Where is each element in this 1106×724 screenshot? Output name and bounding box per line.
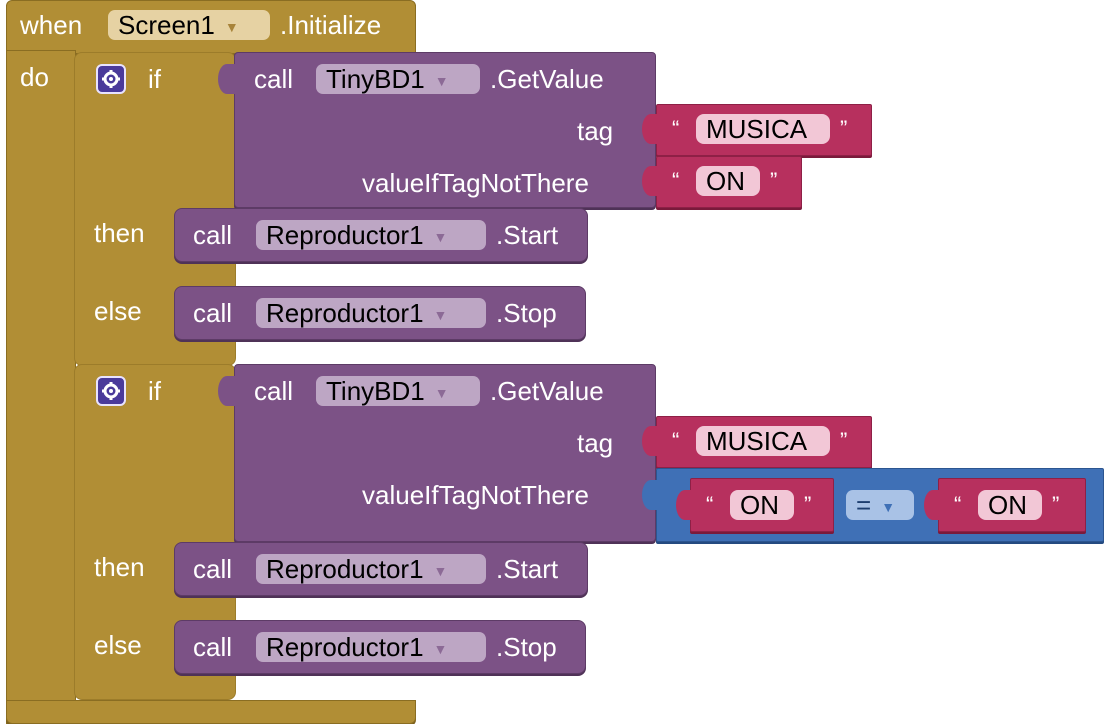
open-quote: “ [672, 168, 680, 193]
value-socket-label: valueIfTagNotThere [362, 168, 589, 198]
when-label: when [20, 10, 83, 40]
output-plug [642, 426, 660, 456]
method-label: .Stop [496, 632, 557, 662]
reproductor-component-value: Reproductor1 [266, 298, 424, 328]
method-label: .Start [496, 554, 559, 584]
method-label: .GetValue [490, 376, 604, 406]
reproductor-component-dropdown[interactable]: Reproductor1 ▼ [256, 298, 486, 328]
compare-right-text-field[interactable]: ON [978, 490, 1042, 520]
output-plug [218, 64, 236, 94]
chevron-down-icon[interactable]: ▼ [881, 499, 896, 516]
screen-component-dropdown[interactable]: Screen1 ▼ [108, 10, 270, 40]
if-label: if [148, 376, 161, 406]
chevron-down-icon[interactable]: ▼ [433, 563, 448, 580]
close-quote: ” [840, 116, 848, 141]
chevron-down-icon[interactable]: ▼ [224, 19, 239, 36]
else-label: else [94, 630, 142, 660]
chevron-down-icon[interactable]: ▼ [434, 73, 449, 90]
method-label: .GetValue [490, 64, 604, 94]
chevron-down-icon[interactable]: ▼ [433, 641, 448, 658]
value-text-field[interactable]: ON [696, 166, 760, 196]
then-label: then [94, 218, 145, 248]
call-label: call [254, 376, 294, 406]
output-plug [642, 166, 660, 196]
close-quote: ” [804, 492, 812, 517]
gear-icon [102, 382, 120, 400]
output-plug [676, 490, 694, 520]
tinydb-component-value: TinyBD1 [326, 64, 425, 94]
screen-component-value: Screen1 [118, 10, 215, 40]
open-quote: “ [706, 492, 714, 517]
tag-text-field[interactable]: MUSICA [696, 114, 830, 144]
close-quote: ” [770, 168, 778, 193]
if-label: if [148, 64, 161, 94]
compare-operator-dropdown[interactable]: =▼ [846, 490, 914, 520]
tag-socket-label: tag [577, 428, 614, 458]
compare-operator-value: = [856, 490, 872, 520]
reproductor-component-dropdown[interactable]: Reproductor1 ▼ [256, 554, 486, 584]
event-block-footer [6, 700, 416, 724]
tag-text-field[interactable]: MUSICA [696, 426, 830, 456]
else-label: else [94, 296, 142, 326]
reproductor-component-dropdown[interactable]: Reproductor1 ▼ [256, 220, 486, 250]
reproductor-component-value: Reproductor1 [266, 554, 424, 584]
tinydb-component-value: TinyBD1 [326, 376, 425, 406]
open-quote: “ [672, 116, 680, 141]
value-socket-label: valueIfTagNotThere [362, 480, 589, 510]
reproductor-component-value: Reproductor1 [266, 632, 424, 662]
output-plug [218, 376, 236, 406]
method-label: .Start [496, 220, 559, 250]
then-label: then [94, 552, 145, 582]
mutator-gear-icon[interactable] [96, 64, 126, 94]
call-label: call [193, 632, 233, 662]
call-label: call [254, 64, 294, 94]
method-label: .Stop [496, 298, 557, 328]
mutator-gear-icon[interactable] [96, 376, 126, 406]
output-plug [924, 490, 942, 520]
output-plug [642, 480, 660, 510]
open-quote: “ [672, 428, 680, 453]
event-block-body [6, 50, 76, 724]
reproductor-component-value: Reproductor1 [266, 220, 424, 250]
chevron-down-icon[interactable]: ▼ [433, 307, 448, 324]
reproductor-component-dropdown[interactable]: Reproductor1 ▼ [256, 632, 486, 662]
event-name-label: .Initialize [280, 10, 382, 40]
chevron-down-icon[interactable]: ▼ [433, 229, 448, 246]
open-quote: “ [954, 492, 962, 517]
tinydb-component-dropdown[interactable]: TinyBD1 ▼ [316, 64, 480, 94]
call-label: call [193, 298, 233, 328]
call-label: call [193, 220, 233, 250]
compare-left-text-field[interactable]: ON [730, 490, 794, 520]
close-quote: ” [1052, 492, 1060, 517]
gear-icon [102, 70, 120, 88]
output-plug [642, 114, 660, 144]
chevron-down-icon[interactable]: ▼ [434, 385, 449, 402]
close-quote: ” [840, 428, 848, 453]
tinydb-component-dropdown[interactable]: TinyBD1 ▼ [316, 376, 480, 406]
call-label: call [193, 554, 233, 584]
do-label: do [20, 62, 49, 92]
tag-socket-label: tag [577, 116, 614, 146]
